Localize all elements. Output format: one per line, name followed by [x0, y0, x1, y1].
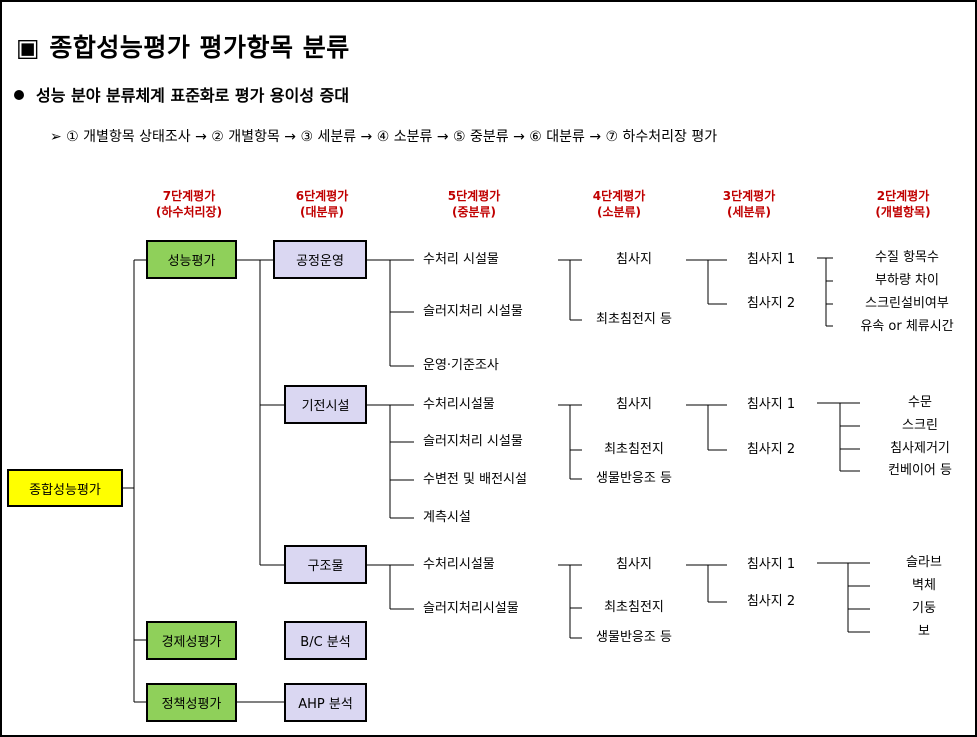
- group1-individual-item: 스크린설비여부: [865, 296, 949, 311]
- group3-individual-item: 기둥: [912, 601, 936, 616]
- node-economic-evaluation: 경제성평가: [146, 621, 237, 660]
- group3-fine-item: 침사지 1: [746, 557, 796, 572]
- header-level-4: 4단계평가 (소분류): [564, 188, 674, 220]
- header-level-6-subtitle: (대분류): [299, 205, 345, 219]
- node-structure: 구조물: [284, 545, 367, 584]
- group1-small-item: 최초침전지 등: [596, 312, 672, 327]
- group3-individual-item: 보: [918, 624, 930, 639]
- process-flow: ➢ ① 개별항목 상태조사 → ② 개별항목 → ③ 세분류 → ④ 소분류 →…: [50, 129, 718, 145]
- header-level-6: 6단계평가 (대분류): [267, 188, 377, 220]
- group2-mid-item: 수처리시설물: [423, 397, 495, 412]
- group2-individual-item: 스크린: [902, 418, 938, 433]
- node-process-operation: 공정운영: [273, 240, 367, 279]
- group2-individual-item: 침사제거기: [890, 441, 950, 456]
- header-level-4-subtitle: (소분류): [596, 205, 642, 219]
- root-node: 종합성능평가: [7, 469, 123, 507]
- node-ahp-analysis: AHP 분석: [284, 683, 367, 722]
- group2-individual-item: 수문: [908, 395, 932, 410]
- header-level-2-subtitle: (개별항목): [875, 205, 931, 219]
- group3-fine-item: 침사지 2: [746, 594, 796, 609]
- header-level-5-subtitle: (중분류): [451, 205, 497, 219]
- group1-mid-item: 운영·기준조사: [423, 358, 499, 373]
- header-level-7: 7단계평가 (하수처리장): [134, 188, 244, 220]
- group3-small-item: 침사지: [616, 557, 652, 572]
- group2-mid-item: 수변전 및 배전시설: [423, 472, 527, 487]
- header-level-6-title: 6단계평가: [295, 189, 349, 203]
- header-level-5-title: 5단계평가: [447, 189, 501, 203]
- header-level-7-title: 7단계평가: [162, 189, 216, 203]
- group1-individual-item: 부하량 차이: [875, 273, 939, 288]
- header-level-3-subtitle: (세분류): [726, 205, 772, 219]
- group1-small-item: 침사지: [616, 252, 652, 267]
- group2-mid-item: 계측시설: [423, 510, 471, 525]
- header-level-4-title: 4단계평가: [592, 189, 646, 203]
- header-level-2-title: 2단계평가: [876, 189, 930, 203]
- group2-small-item: 최초침전지: [604, 442, 664, 457]
- group3-mid-item: 수처리시설물: [423, 557, 495, 572]
- group1-individual-item: 수질 항목수: [875, 250, 939, 265]
- group1-fine-item: 침사지 1: [746, 252, 796, 267]
- group3-mid-item: 슬러지처리시설물: [423, 601, 519, 616]
- group3-small-item: 생물반응조 등: [596, 630, 672, 645]
- group1-fine-item: 침사지 2: [746, 296, 796, 311]
- group2-fine-item: 침사지 1: [746, 397, 796, 412]
- bullet-text: 성능 분야 분류체계 표준화로 평가 용이성 증대: [36, 86, 350, 105]
- group2-small-item: 생물반응조 등: [596, 471, 672, 486]
- node-electromechanical: 기전시설: [284, 385, 367, 424]
- header-level-5: 5단계평가 (중분류): [419, 188, 529, 220]
- header-level-7-subtitle: (하수처리장): [155, 205, 223, 219]
- bullet-point: 성능 분야 분류체계 표준화로 평가 용이성 증대: [14, 82, 349, 106]
- group2-individual-item: 컨베이어 등: [888, 463, 952, 478]
- header-level-3: 3단계평가 (세분류): [694, 188, 804, 220]
- group3-individual-item: 슬라브: [906, 555, 942, 570]
- node-performance-evaluation: 성능평가: [146, 240, 237, 279]
- group2-fine-item: 침사지 2: [746, 442, 796, 457]
- header-level-2: 2단계평가 (개별항목): [848, 188, 958, 220]
- group3-individual-item: 벽체: [912, 578, 936, 593]
- group3-small-item: 최초침전지: [604, 600, 664, 615]
- group1-mid-item: 수처리 시설물: [423, 252, 499, 267]
- bullet-dot-icon: [14, 90, 24, 100]
- group1-mid-item: 슬러지처리 시설물: [423, 304, 523, 319]
- node-policy-evaluation: 정책성평가: [146, 683, 237, 722]
- group2-mid-item: 슬러지처리 시설물: [423, 434, 523, 449]
- group2-small-item: 침사지: [616, 397, 652, 412]
- node-bc-analysis: B/C 분석: [284, 621, 367, 660]
- page-title: ▣ 종합성능평가 평가항목 분류: [16, 33, 350, 62]
- group1-individual-item: 유속 or 체류시간: [860, 319, 954, 334]
- header-level-3-title: 3단계평가: [722, 189, 776, 203]
